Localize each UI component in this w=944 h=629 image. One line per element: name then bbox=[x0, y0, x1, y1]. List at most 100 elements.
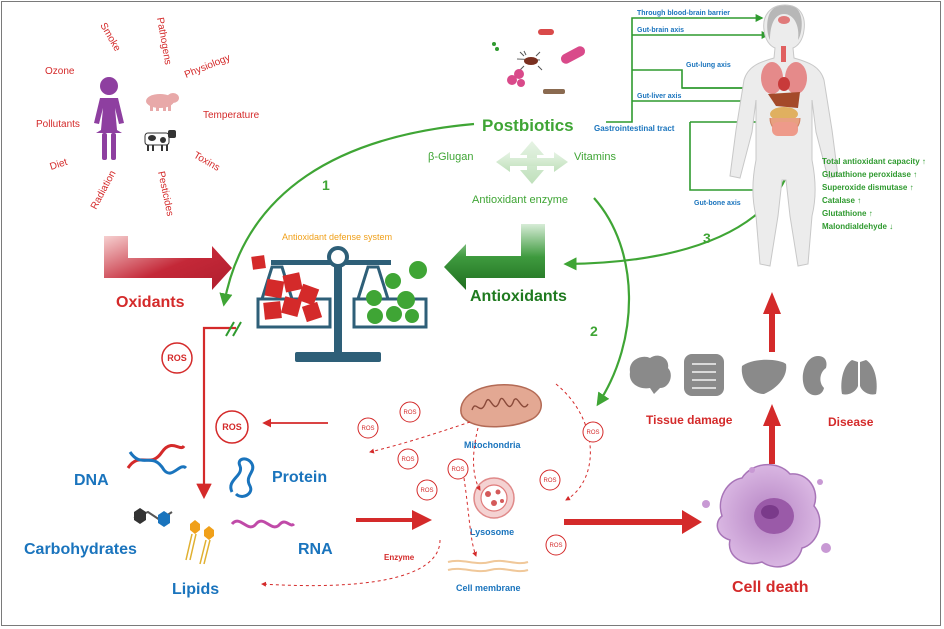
ros-badge-small-8: ROS bbox=[545, 534, 567, 556]
pathway-1-arrow bbox=[219, 122, 475, 307]
factor-temperature: Temperature bbox=[203, 110, 260, 121]
bacteria-icon bbox=[492, 29, 586, 94]
ros-badge-small-3: ROS bbox=[397, 448, 419, 470]
factor-diet: Diet bbox=[49, 157, 70, 173]
woman-icon bbox=[94, 77, 124, 160]
lung-icon bbox=[841, 360, 877, 395]
factor-labels: Ozone Smoke Pathogens Physiology Polluta… bbox=[36, 17, 260, 218]
molecule-to-cell-arrow bbox=[356, 510, 432, 530]
marker-glutathione: Glutathione ↑ bbox=[822, 209, 873, 218]
antioxidant-enzyme-label: Antioxidant enzyme bbox=[472, 194, 568, 206]
ros-badge-main-text: ROS bbox=[167, 353, 187, 363]
gut-axis-liver-label: Gut-liver axis bbox=[637, 93, 681, 100]
mitochondria-icon bbox=[460, 384, 542, 428]
gut-axis-lung-label: Gut-lung axis bbox=[686, 62, 731, 69]
ros-badge-small-2: ROS bbox=[357, 417, 379, 439]
ros-badge-left-text: ROS bbox=[222, 422, 242, 432]
rna-label: RNA bbox=[298, 541, 333, 558]
gut-axis-bone-label: Gut-bone axis bbox=[694, 200, 741, 207]
dna-label: DNA bbox=[74, 472, 109, 489]
beta-glugan-label: β-Glugan bbox=[428, 151, 473, 163]
rna-icon bbox=[230, 519, 296, 529]
ros-badge-small-3-text: ROS bbox=[401, 457, 414, 463]
oxidants-label: Oxidants bbox=[116, 294, 185, 311]
kidney-icon bbox=[802, 356, 827, 396]
disease-up-arrows bbox=[763, 292, 781, 464]
pig-icon bbox=[146, 93, 179, 111]
ros-badge-small-7-text: ROS bbox=[543, 478, 556, 484]
marker-list: Total antioxidant capacity ↑ Glutathione… bbox=[822, 157, 926, 231]
marker-catalase: Catalase ↑ bbox=[822, 196, 861, 205]
intestine-icon bbox=[684, 354, 724, 396]
factor-ozone: Ozone bbox=[45, 66, 75, 77]
lysosome-label: Lysosome bbox=[470, 527, 514, 537]
marker-superoxide-dismutase: Superoxide dismutase ↑ bbox=[822, 183, 914, 192]
ros-badge-small-4: ROS bbox=[447, 458, 469, 480]
factor-pollutants: Pollutants bbox=[36, 119, 80, 130]
lipids-label: Lipids bbox=[172, 581, 219, 598]
factor-physiology: Physiology bbox=[183, 52, 232, 80]
protein-icon bbox=[229, 457, 255, 498]
organelle-to-death-arrow bbox=[564, 510, 702, 534]
cell-membrane-icon bbox=[447, 559, 529, 573]
ros-badge-small-7: ROS bbox=[539, 469, 561, 491]
mitochondria-label: Mitochondria bbox=[464, 440, 521, 450]
ros-badge-small-6-text: ROS bbox=[586, 430, 599, 436]
ros-badge-small-2-text: ROS bbox=[361, 426, 374, 432]
lysosome-icon bbox=[473, 477, 515, 519]
factor-radiation: Radiation bbox=[89, 169, 119, 211]
lipid-icon bbox=[185, 520, 214, 565]
liver-icon bbox=[741, 359, 787, 394]
pathway-3-number: 3 bbox=[703, 230, 711, 246]
antioxidants-arrow bbox=[444, 224, 545, 290]
cow-icon bbox=[144, 130, 176, 151]
ros-dashed-paths bbox=[261, 383, 591, 587]
enzyme-label: Enzyme bbox=[384, 553, 415, 562]
gut-axis-bbb-label: Through blood-brain barrier bbox=[637, 10, 730, 17]
cell-death-label: Cell death bbox=[732, 579, 808, 596]
factor-pathogens: Pathogens bbox=[154, 17, 173, 66]
disease-label: Disease bbox=[828, 415, 874, 429]
oxidant-damage-line bbox=[196, 326, 236, 500]
marker-malondialdehyde: Malondialdehyde ↓ bbox=[822, 222, 893, 231]
ros-badge-small-4-text: ROS bbox=[451, 467, 464, 473]
block-mark bbox=[225, 321, 242, 337]
marker-total-antioxidant-capacity: Total antioxidant capacity ↑ bbox=[822, 157, 926, 166]
ros-badge-small-5: ROS bbox=[416, 479, 438, 501]
pathway-2-number: 2 bbox=[590, 323, 598, 339]
factor-smoke: Smoke bbox=[97, 21, 122, 54]
postbiotic-components-arrows bbox=[496, 141, 568, 184]
ros-badge-left: ROS bbox=[215, 410, 249, 444]
brain-icon bbox=[629, 355, 671, 394]
balance-scale-icon bbox=[251, 246, 428, 362]
pathway-2-arrow bbox=[593, 197, 631, 407]
tissue-damage-label: Tissue damage bbox=[646, 413, 733, 427]
dna-icon bbox=[126, 444, 188, 475]
cell-icon bbox=[702, 464, 831, 568]
carbohydrate-icon bbox=[133, 508, 173, 527]
gut-axis-brain-label: Gut-brain axis bbox=[637, 27, 684, 34]
ros-badge-small-8-text: ROS bbox=[549, 543, 562, 549]
ros-badge-small-1: ROS bbox=[399, 401, 421, 423]
ros-badge-main: ROS bbox=[161, 342, 193, 374]
postbiotics-label: Postbiotics bbox=[482, 116, 574, 135]
factor-pesticides: Pesticides bbox=[155, 170, 175, 217]
ros-badge-small-1-text: ROS bbox=[403, 410, 416, 416]
vitamins-label: Vitamins bbox=[574, 151, 616, 163]
ros-badge-small-6: ROS bbox=[582, 421, 604, 443]
pathway-1-number: 1 bbox=[322, 177, 330, 193]
marker-glutathione-peroxidase: Glutathione peroxidase ↑ bbox=[822, 170, 917, 179]
oxidants-arrow bbox=[104, 236, 232, 290]
protein-label: Protein bbox=[272, 469, 327, 486]
factor-toxins: Toxins bbox=[192, 150, 222, 174]
defense-system-label: Antioxidant defense system bbox=[282, 232, 392, 242]
human-body-icon bbox=[729, 4, 839, 267]
carbohydrates-label: Carbohydrates bbox=[24, 541, 137, 558]
antioxidants-label: Antioxidants bbox=[470, 288, 567, 305]
organ-row bbox=[629, 354, 877, 396]
gi-tract-label: Gastrointestinal tract bbox=[594, 124, 675, 133]
cell-membrane-label: Cell membrane bbox=[456, 583, 521, 593]
ros-badge-small-5-text: ROS bbox=[420, 488, 433, 494]
